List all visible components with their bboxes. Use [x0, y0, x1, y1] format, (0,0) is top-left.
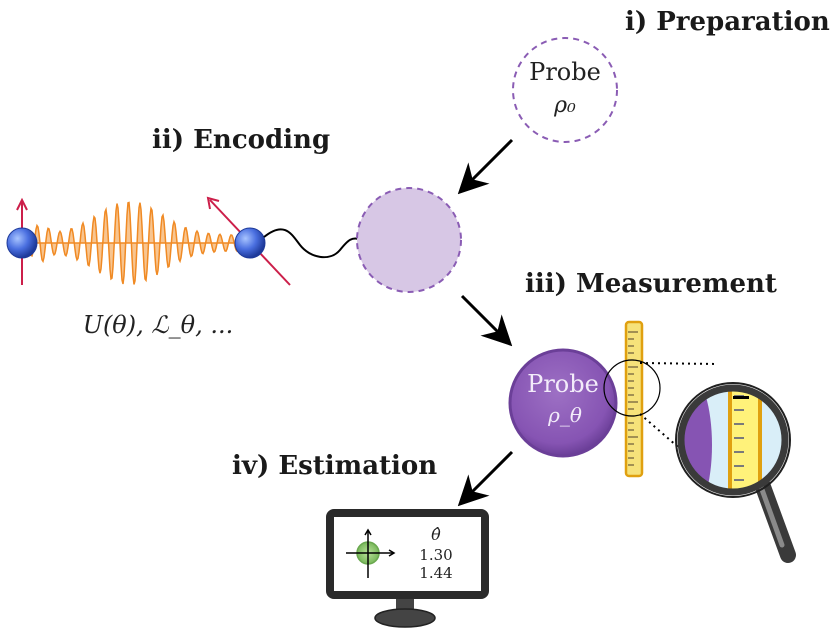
ruler-icon	[624, 320, 644, 478]
crosshair-icon	[346, 528, 396, 578]
coupling-line	[263, 228, 363, 259]
encoded-probe	[356, 187, 462, 293]
zoom-guide-line	[639, 362, 719, 365]
encoding-interaction: U(θ), ℒ_θ, ...	[6, 196, 363, 339]
down-left-arrow-icon	[457, 450, 514, 507]
estimate-value: 1.30	[419, 546, 452, 564]
final-probe-label: Probe	[527, 370, 599, 398]
down-left-arrow-icon	[457, 138, 514, 195]
magnifier-focus-circle	[603, 359, 661, 417]
step-encoding-title: ii) Encoding	[152, 125, 330, 155]
step-preparation-title: i) Preparation	[625, 7, 830, 37]
encoding-operators: U(θ), ℒ_θ, ...	[83, 311, 234, 339]
estimate-value: 1.44	[419, 564, 452, 582]
initial-probe: Probe ρ₀	[512, 37, 618, 143]
spin-particle-icon	[234, 227, 266, 259]
down-right-arrow-icon	[460, 294, 513, 347]
initial-probe-state: ρ₀	[553, 93, 576, 118]
monitor-icon: θ̂ 1.30 1.44	[326, 509, 489, 628]
final-probe-state: ρ_θ	[547, 403, 582, 427]
final-probe: Probe ρ_θ	[508, 348, 618, 458]
estimator-symbol: θ̂	[431, 525, 441, 544]
magnifying-glass-icon	[675, 382, 796, 563]
step-estimation-title: iv) Estimation	[232, 451, 437, 481]
spin-particle-icon	[6, 227, 38, 259]
wave-packet	[29, 201, 239, 285]
initial-probe-label: Probe	[529, 58, 601, 86]
step-measurement-title: iii) Measurement	[525, 269, 777, 299]
